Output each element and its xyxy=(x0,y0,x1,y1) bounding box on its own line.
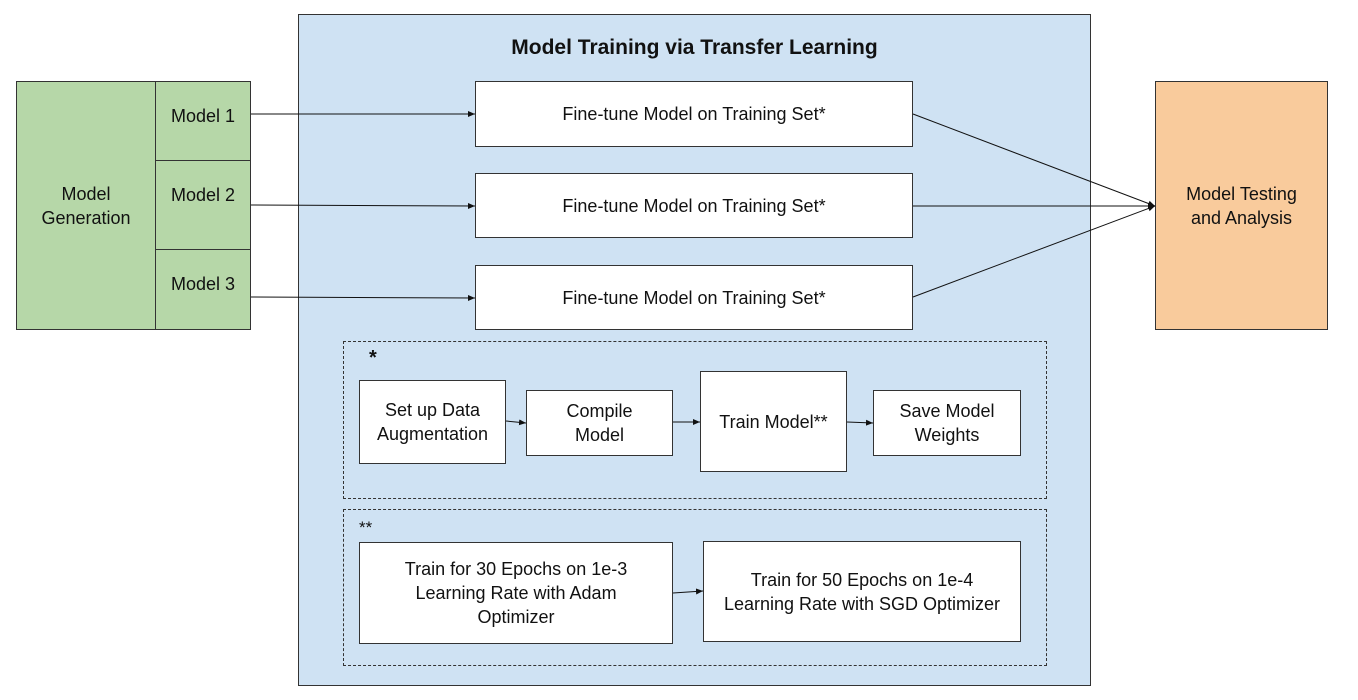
finetune-label-2: Fine-tune Model on Training Set* xyxy=(562,195,826,216)
footnote-1-marker: * xyxy=(369,347,377,369)
step-save-weights: Save Model Weights xyxy=(873,390,1021,456)
footnote-1-group xyxy=(343,341,1047,499)
step-compile-model-label: Compile Model xyxy=(566,401,633,445)
step-data-augmentation-label: Set up Data Augmentation xyxy=(376,400,489,444)
arrow-finetune3-to-testing xyxy=(912,205,1156,298)
step-train-adam: Train for 30 Epochs on 1e-3 Learning Rat… xyxy=(359,542,673,644)
diagram-title: Model Training via Transfer Learning xyxy=(511,36,878,59)
model-2-label: Model 2 xyxy=(170,185,236,205)
footnote-2-group xyxy=(343,509,1047,666)
model-testing-box: Model Testing and Analysis xyxy=(1155,81,1328,330)
arrow-model2-to-finetune2 xyxy=(250,202,476,209)
model-generation-label: Model Generation xyxy=(41,183,131,228)
arrow-augment-to-compile xyxy=(505,419,527,426)
finetune-box-3: Fine-tune Model on Training Set* xyxy=(475,265,913,330)
step-train-adam-label: Train for 30 Epochs on 1e-3 Learning Rat… xyxy=(404,559,628,627)
finetune-label-3: Fine-tune Model on Training Set* xyxy=(562,287,826,308)
step-train-sgd-label: Train for 50 Epochs on 1e-4 Learning Rat… xyxy=(723,569,1001,614)
finetune-box-2: Fine-tune Model on Training Set* xyxy=(475,173,913,238)
model-generation-box: Model Generation xyxy=(16,81,156,330)
step-train-model: Train Model** xyxy=(700,371,847,472)
footnote-2-marker: ** xyxy=(359,518,373,537)
model-3-label: Model 3 xyxy=(170,274,236,294)
model-3-box: Model 3 xyxy=(155,249,251,330)
step-save-weights-label: Save Model Weights xyxy=(899,401,995,445)
step-train-model-label: Train Model** xyxy=(719,411,828,432)
finetune-box-1: Fine-tune Model on Training Set* xyxy=(475,81,913,147)
model-testing-label: Model Testing and Analysis xyxy=(1186,183,1297,228)
finetune-label-1: Fine-tune Model on Training Set* xyxy=(562,104,826,124)
arrow-finetune1-to-testing xyxy=(912,113,1156,207)
step-data-augmentation: Set up Data Augmentation xyxy=(359,380,506,464)
arrow-adam-to-sgd xyxy=(672,588,704,595)
step-compile-model: Compile Model xyxy=(526,390,673,456)
arrow-train-to-save xyxy=(846,419,874,426)
step-train-sgd: Train for 50 Epochs on 1e-4 Learning Rat… xyxy=(703,541,1021,642)
arrow-model3-to-finetune3 xyxy=(250,294,476,301)
model-1-box: Model 1 xyxy=(155,81,251,161)
model-1-label: Model 1 xyxy=(170,106,236,126)
